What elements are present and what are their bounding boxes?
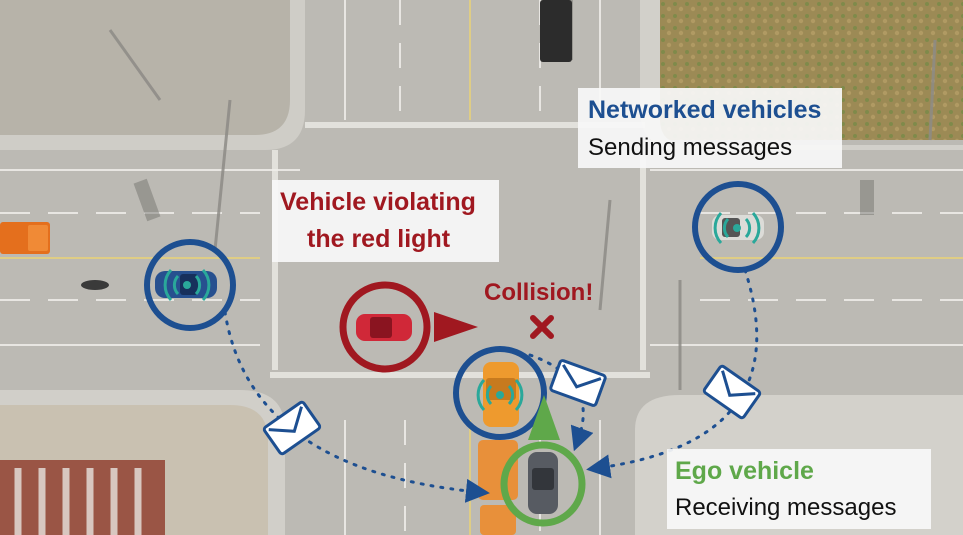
violating-label-box: Vehicle violating the red light <box>272 180 499 262</box>
ego-title: Ego vehicle <box>675 457 814 485</box>
collision-x-icon <box>530 315 554 339</box>
wireless-signal-icon <box>476 378 524 412</box>
black-truck <box>540 0 572 62</box>
orange-bus-queue <box>478 440 518 535</box>
networked-vehicle-center <box>453 346 547 440</box>
envelope-icon <box>702 364 762 420</box>
wireless-signal-icon <box>713 211 761 245</box>
motorcycle <box>81 280 109 290</box>
networked-vehicle-left <box>144 239 236 331</box>
networked-vehicle-right <box>692 181 784 273</box>
networked-title: Networked vehicles <box>588 96 822 124</box>
arrow-icon <box>434 312 478 342</box>
ego-vehicle <box>500 395 586 527</box>
violating-line2: the red light <box>307 225 451 253</box>
arrow-icon <box>528 395 560 440</box>
envelope-icon <box>262 400 322 456</box>
violating-vehicle <box>339 281 478 373</box>
ego-subtitle: Receiving messages <box>675 494 897 521</box>
envelope-icon <box>549 359 607 407</box>
collision-label: Collision! <box>484 279 593 306</box>
networked-label-box: Networked vehicles Sending messages <box>578 88 842 168</box>
building-roof <box>0 460 165 535</box>
wireless-signal-icon <box>163 268 211 302</box>
background-orange-truck <box>0 222 50 254</box>
ego-label-box: Ego vehicle Receiving messages <box>667 449 931 529</box>
violating-line1: Vehicle violating <box>280 188 476 216</box>
networked-subtitle: Sending messages <box>588 134 793 161</box>
